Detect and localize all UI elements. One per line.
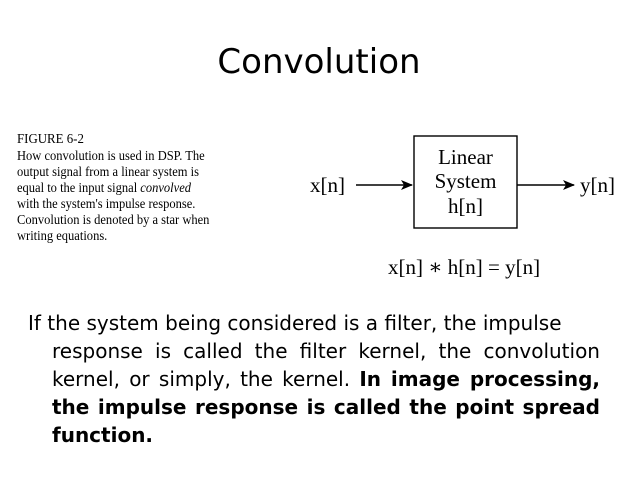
caption-line-3-text: equal to the input signal	[17, 180, 141, 195]
figure-caption-block: FIGURE 6-2 How convolution is used in DS…	[17, 132, 215, 244]
paragraph-first-line: If the system being considered is a filt…	[28, 311, 562, 335]
caption-line-5: Convolution is denoted by a star when	[17, 212, 210, 227]
caption-line-4: with the system's impulse response.	[17, 196, 196, 211]
paragraph-continuation: response is called the filter kernel, th…	[28, 337, 600, 449]
linear-system-diagram: x[n] Linear System h[n] y[n] x[n] ∗ h[n]…	[310, 135, 615, 279]
caption-line-2: output signal from a linear system is	[17, 164, 200, 179]
caption-line-1: How convolution is used in DSP. The	[17, 148, 205, 163]
system-box-line-1: Linear	[438, 145, 493, 169]
caption-line-6: writing equations.	[17, 228, 108, 243]
paragraph-plain-text: response is called the filter kernel, th…	[52, 339, 600, 391]
body-paragraph: If the system being considered is a filt…	[28, 309, 600, 449]
system-box	[413, 135, 518, 229]
convolution-equation: x[n] ∗ h[n] = y[n]	[388, 255, 540, 279]
figure-label: FIGURE 6-2	[17, 132, 84, 147]
input-signal-label: x[n]	[310, 173, 345, 197]
slide-title: Convolution	[217, 42, 421, 82]
caption-italic-word: convolved	[140, 180, 192, 195]
system-box-line-3: h[n]	[448, 194, 483, 218]
output-signal-label: y[n]	[580, 173, 615, 197]
system-box-line-2: System	[435, 169, 497, 193]
caption-line-3: equal to the input signal convolved	[17, 180, 215, 196]
paragraph-bold-text: In image processing, the impulse respons…	[52, 367, 600, 447]
